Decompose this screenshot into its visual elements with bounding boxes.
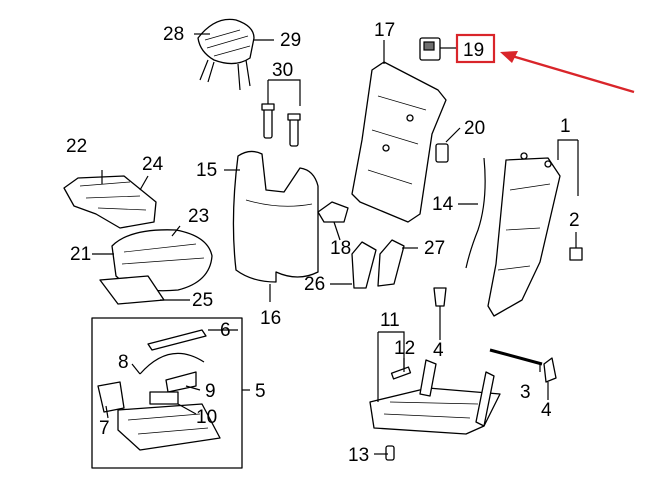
callout-19-highlight: 18 19 (455, 33, 635, 94)
backrest-cover-part (232, 150, 319, 283)
callout-29: 29 (280, 30, 301, 51)
callout-11: 11 (380, 310, 400, 331)
release-latch-part (435, 143, 449, 163)
callout-22: 22 (66, 136, 87, 157)
release-cable-part (465, 157, 486, 269)
side-bolster-part (63, 175, 157, 229)
hinge-clip-part (433, 287, 447, 307)
seatback-frame-part (351, 61, 447, 223)
leader-lines (92, 33, 579, 455)
seat-frame-part (487, 152, 561, 317)
callout-25: 25 (192, 290, 213, 311)
callout-4-lower: 4 (541, 400, 552, 421)
callout-2: 2 (569, 210, 580, 231)
callout-4-upper: 4 (433, 340, 444, 361)
bolt-part (569, 247, 583, 261)
trim-bracket-part (317, 201, 349, 223)
callout-12: 12 (394, 338, 415, 359)
callout-3: 3 (520, 382, 531, 403)
callout-16: 16 (260, 308, 281, 329)
callout-27: 27 (424, 238, 445, 259)
callout-20: 20 (464, 118, 485, 139)
callout-19-label: 19 (463, 40, 484, 61)
headrest-guide-part (261, 103, 301, 147)
callout-26: 26 (304, 274, 325, 295)
callout-6: 6 (220, 320, 231, 341)
callout-14: 14 (432, 194, 454, 215)
sub-assembly-box (91, 317, 243, 469)
callout-15: 15 (196, 160, 217, 181)
callout-7: 7 (99, 418, 110, 439)
callout-5: 5 (255, 381, 266, 402)
latch-clip-part (419, 37, 441, 61)
callout-labels: 1 2 3 4 4 5 6 7 8 9 10 11 12 13 14 15 16… (66, 20, 635, 466)
armrest-mechanism-part (97, 329, 221, 451)
callout-21: 21 (70, 244, 91, 265)
callout-24: 24 (142, 154, 164, 175)
callout-13: 13 (348, 445, 369, 466)
support-rod-part (489, 348, 543, 366)
callout-1: 1 (560, 116, 571, 137)
callout-10: 10 (196, 407, 217, 428)
callout-18: 18 (330, 238, 351, 259)
hinge-clip-part (543, 357, 557, 383)
callout-8: 8 (118, 352, 129, 373)
callout-17: 17 (374, 20, 395, 41)
seat-cushion-frame-part (369, 359, 501, 461)
callout-30: 30 (272, 60, 293, 81)
callout-9: 9 (205, 381, 216, 402)
callout-23: 23 (188, 206, 209, 227)
trim-covers-part (351, 239, 405, 289)
callout-28: 28 (163, 24, 184, 45)
head-restraint-part (197, 18, 255, 91)
